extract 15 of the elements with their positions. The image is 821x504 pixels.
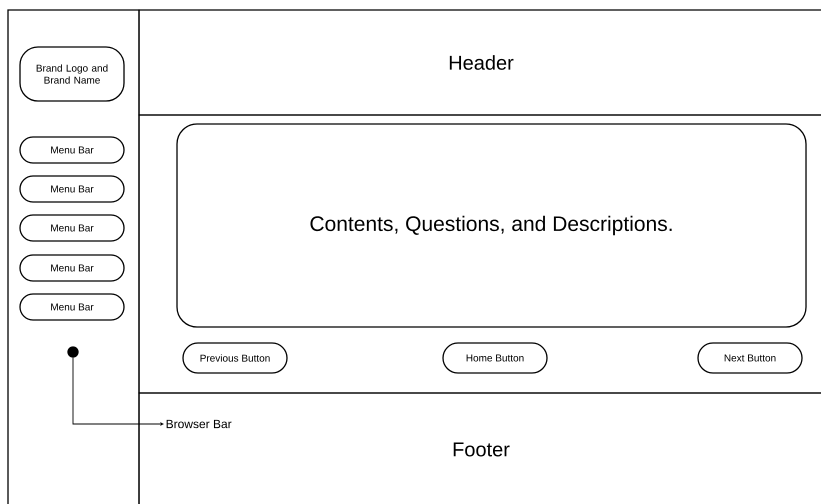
dot: [67, 346, 79, 358]
rounded-button: Brand Logo and Brand Name: [19, 46, 125, 102]
nav-button: Home Button: [442, 342, 548, 374]
content-box: Contents, Questions, and Descriptions.: [176, 123, 807, 328]
menu-button: Menu Bar: [19, 254, 125, 282]
menu-button: Menu Bar: [19, 214, 125, 242]
menu-button: Menu Bar: [19, 293, 125, 321]
header-band: Header: [138, 9, 821, 116]
nav-button: Previous Button: [182, 342, 288, 374]
menu-button: Menu Bar: [19, 175, 125, 203]
sidebar-panel: [7, 9, 140, 504]
menu-button: Menu Bar: [19, 136, 125, 164]
callout-text: Browser Bar: [166, 420, 232, 428]
nav-button: Next Button: [697, 342, 803, 374]
main-area: [138, 114, 821, 394]
